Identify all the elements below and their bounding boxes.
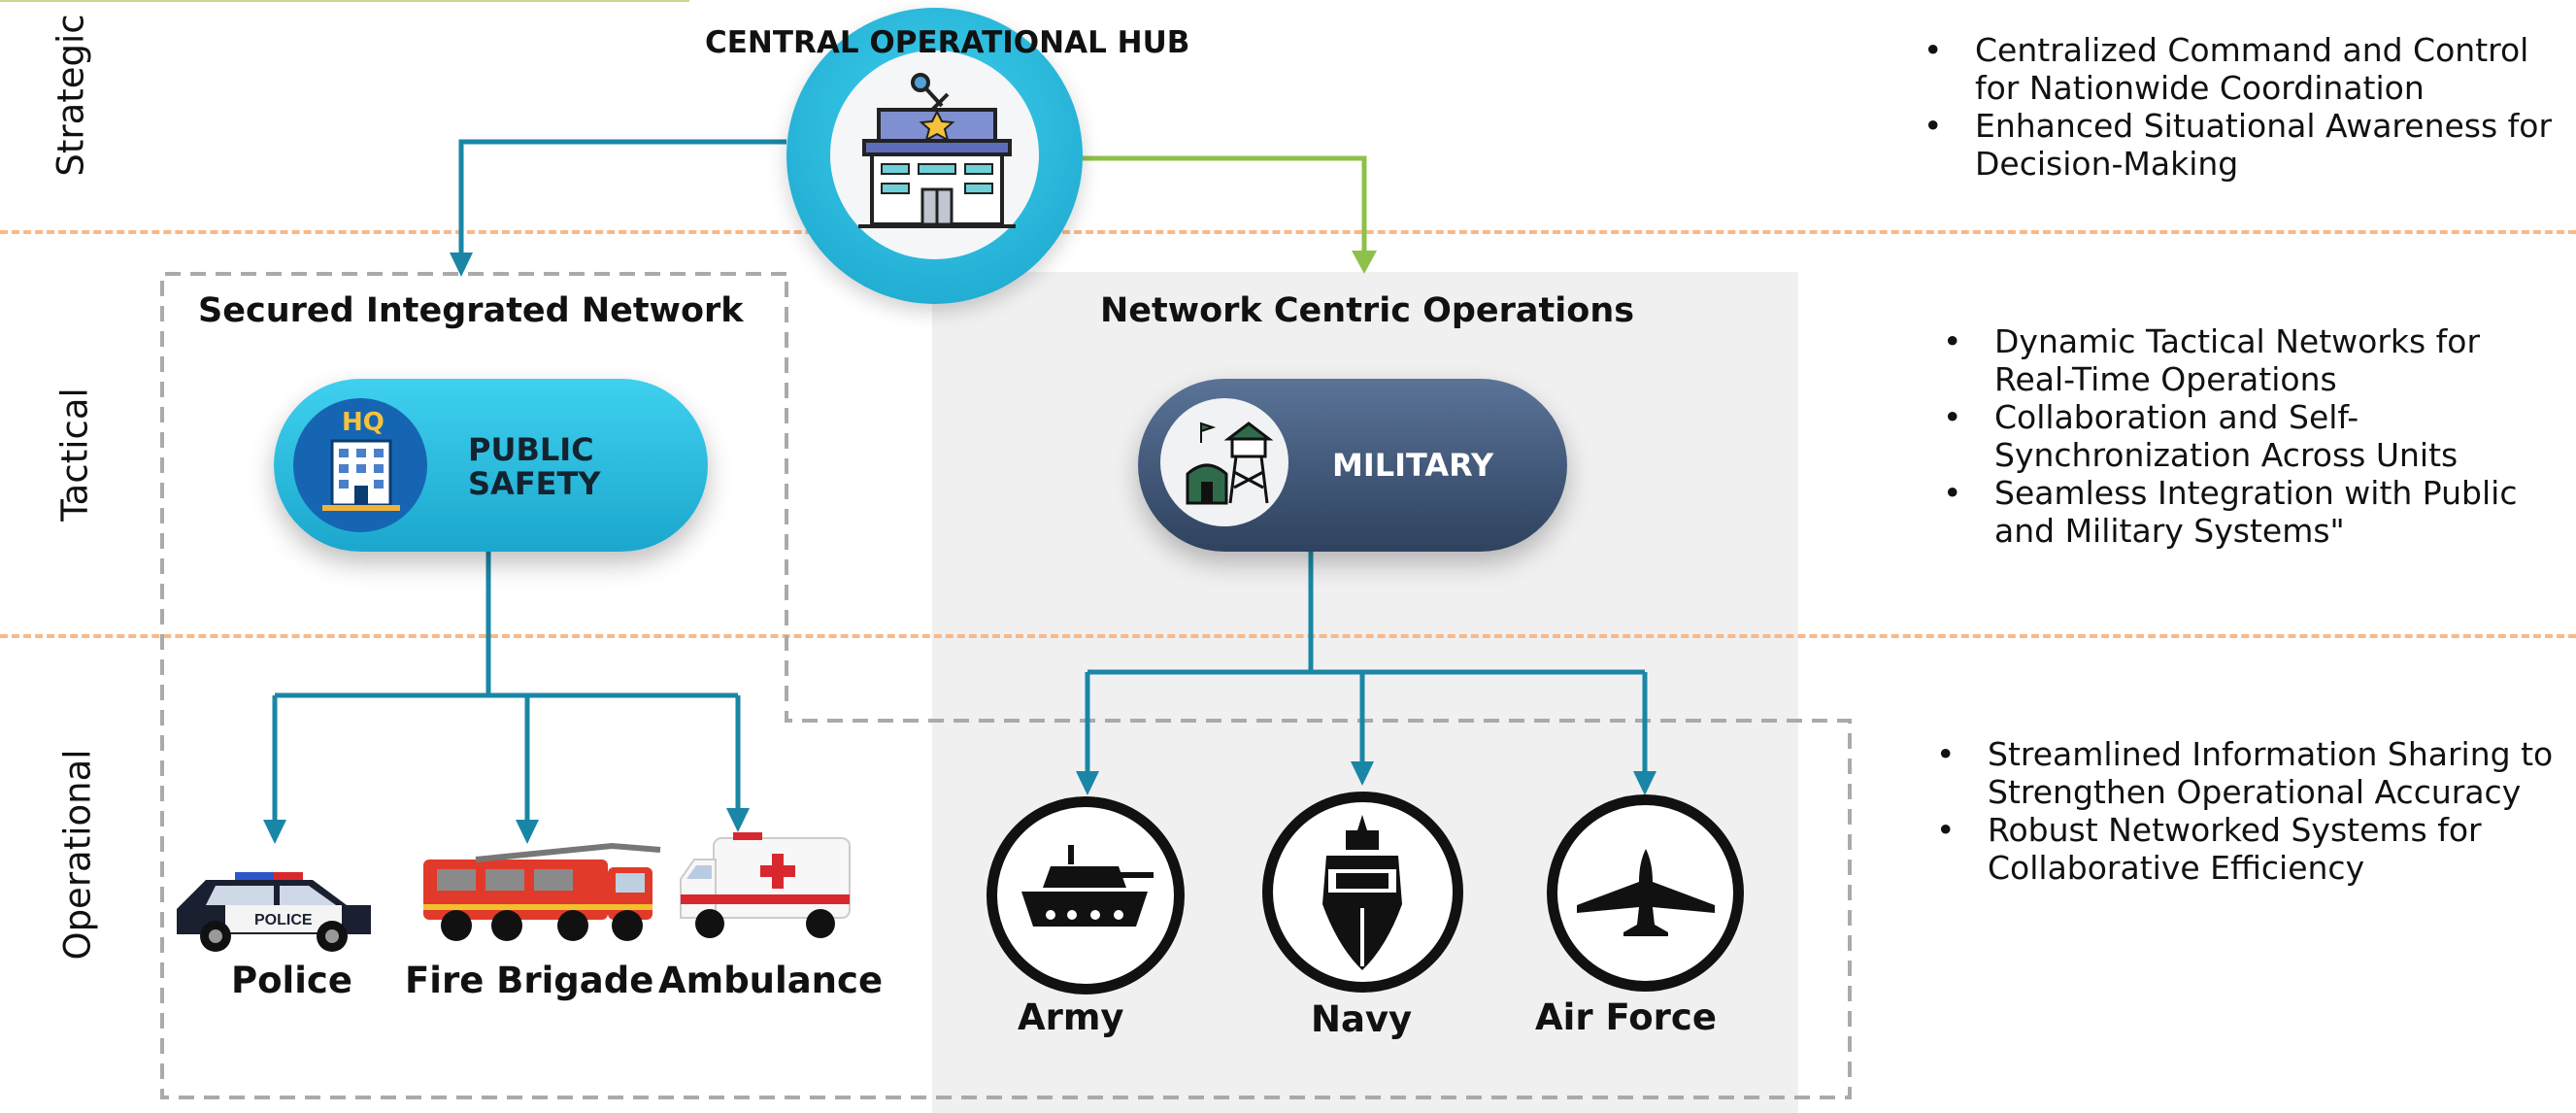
network-centric-title: Network Centric Operations [1100, 291, 1635, 330]
tactical-bullets: Dynamic Tactical Networks for Real-Time … [1943, 322, 2545, 550]
fighter-jet-icon [1571, 843, 1721, 944]
secured-network-title: Secured Integrated Network [198, 291, 744, 330]
hub-to-military-line [1078, 155, 1367, 260]
row-label-operational: Operational [56, 749, 99, 961]
hub-title: CENTRAL OPERATIONAL HUB [705, 25, 1190, 60]
branch-label-air-force: Air Force [1535, 996, 1717, 1038]
police-car-text: POLICE [254, 912, 313, 928]
hub-to-public-safety-line [458, 139, 786, 262]
fire-truck-icon [418, 840, 670, 951]
vehicle-label-ambulance: Ambulance [658, 960, 884, 1001]
operational-bullet-1: Streamlined Information Sharing to Stren… [1936, 735, 2558, 811]
row-label-tactical: Tactical [53, 388, 96, 522]
row-label-strategic: Strategic [50, 14, 92, 177]
public-safety-label-line2: SAFETY [468, 465, 601, 502]
tank-icon [1012, 837, 1157, 948]
ship-icon [1309, 811, 1416, 980]
strategic-bullet-2: Enhanced Situational Awareness for Decis… [1924, 107, 2564, 183]
public-safety-label: PUBLIC SAFETY [468, 433, 601, 501]
vehicle-label-fire-brigade: Fire Brigade [405, 960, 654, 1001]
strategic-bullets: Centralized Command and Control for Nati… [1924, 31, 2564, 183]
operational-bullet-2: Robust Networked Systems for Collaborati… [1936, 811, 2558, 887]
branch-label-navy: Navy [1311, 998, 1413, 1040]
public-safety-label-line1: PUBLIC [468, 431, 594, 468]
police-car-icon: POLICE [167, 859, 381, 960]
tactical-bullet-1: Dynamic Tactical Networks for Real-Time … [1943, 322, 2545, 398]
divider-strategic-tactical [0, 230, 2576, 234]
tactical-bullet-2: Collaboration and Self-Synchronization A… [1943, 398, 2545, 474]
top-accent-line [0, 0, 689, 2]
tactical-bullet-3: Seamless Integration with Public and Mil… [1943, 474, 2545, 550]
ambulance-icon [675, 830, 859, 951]
military-label: MILITARY [1332, 447, 1494, 484]
hq-badge: HQ [342, 408, 385, 437]
operational-bullets: Streamlined Information Sharing to Stren… [1936, 735, 2558, 887]
watchtower-icon-circle [1160, 398, 1288, 526]
divider-tactical-operational [0, 634, 2576, 638]
secured-network-boundary [160, 272, 1852, 1099]
building-icon [854, 73, 1020, 237]
hq-building-icon [318, 410, 405, 521]
strategic-bullet-1: Centralized Command and Control for Nati… [1924, 31, 2564, 107]
vehicle-label-police: Police [231, 960, 352, 1001]
watchtower-icon [1178, 414, 1275, 515]
branch-label-army: Army [1018, 996, 1124, 1038]
